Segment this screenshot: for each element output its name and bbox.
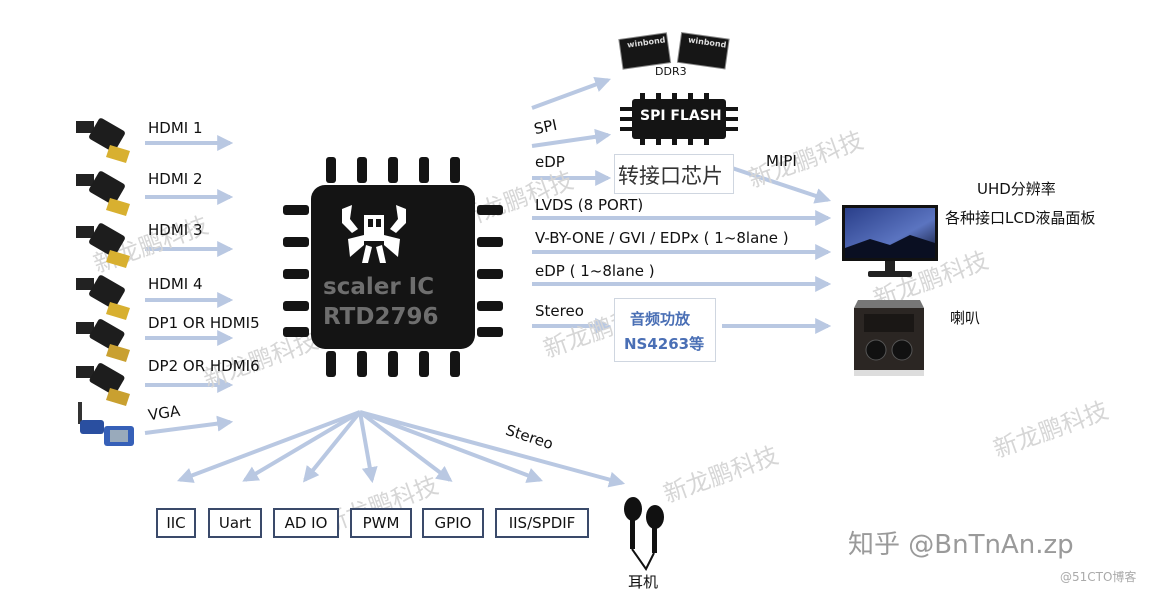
display-label-line2: 各种接口LCD液晶面板: [945, 209, 1096, 227]
arrow-earphone: [359, 410, 626, 488]
peripheral-gpio: GPIO: [422, 508, 484, 538]
peripheral-pwm: PWM: [350, 508, 412, 538]
input-label-hdmi4: HDMI 4: [148, 275, 203, 293]
arrow-gpio: [358, 410, 453, 482]
hdmi-connector-icon: [76, 118, 130, 163]
peripheral-iis-spdif: IIS/SPDIF: [495, 508, 589, 538]
output-label-mipi: MIPI: [766, 152, 797, 170]
converter-chip-label: 转接口芯片: [618, 164, 723, 188]
earphone-label: 耳机: [628, 573, 659, 591]
arrow-iis: [359, 410, 543, 483]
arrow-uart: [242, 410, 362, 482]
scaler-chip: [283, 157, 503, 377]
input-label-dp1: DP1 OR HDMI5: [148, 314, 260, 332]
output-label-vbyone: V-BY-ONE / GVI / EDPx ( 1~8lane ): [535, 229, 789, 247]
peripheral-uart: Uart: [208, 508, 262, 538]
arrow-spi: [531, 128, 612, 148]
input-label-hdmi1: HDMI 1: [148, 119, 203, 137]
output-label-stereo: Stereo: [535, 302, 584, 320]
output-label-lvds: LVDS (8 PORT): [535, 196, 644, 214]
output-label-edp2: eDP ( 1~8lane ): [535, 262, 655, 280]
hdmi-connector-icon: [76, 171, 130, 216]
converter-chip-box: [614, 154, 734, 194]
arrow-mipi: [731, 166, 832, 204]
chip-label-line1: scaler IC: [323, 274, 435, 300]
hdmi-connector-icon: [76, 223, 130, 268]
amplifier-box: [614, 298, 716, 362]
arrow-adio: [302, 410, 362, 483]
arrow-iic: [177, 410, 361, 483]
input-label-dp2: DP2 OR HDMI6: [148, 357, 260, 375]
realtek-crab-logo-icon: [342, 205, 406, 263]
zhihu-credit: 知乎 @BnTnAn.zp: [848, 530, 1074, 560]
output-label-edp: eDP: [535, 153, 565, 171]
spi-flash-chip: [620, 93, 738, 145]
hdmi-connector-icon: [76, 275, 130, 320]
displayport-connector-icon: [76, 363, 130, 406]
arrow-ddr3: [531, 76, 612, 110]
display-label-line1: UHD分辨率: [977, 180, 1056, 198]
peripheral-iic: IIC: [156, 508, 196, 538]
input-label-hdmi3: HDMI 3: [148, 221, 203, 239]
amplifier-label-line2: NS4263等: [624, 335, 705, 353]
ddr3-label: DDR3: [655, 65, 687, 78]
lcd-monitor-icon: [842, 205, 938, 277]
earphone-icon: [624, 497, 664, 571]
blog-credit: @51CTO博客: [1060, 570, 1137, 584]
amplifier-label-line1: 音频功放: [630, 310, 691, 328]
arrow-pwm: [358, 411, 378, 484]
chip-label-line2: RTD2796: [323, 304, 439, 330]
peripheral-adio: AD IO: [273, 508, 339, 538]
vga-connector-icon: [78, 402, 134, 446]
spi-flash-label: SPI FLASH: [640, 108, 722, 124]
arrow-vga: [144, 415, 234, 435]
input-label-hdmi2: HDMI 2: [148, 170, 203, 188]
speaker-icon: [854, 300, 924, 376]
speaker-label: 喇叭: [950, 309, 981, 327]
displayport-connector-icon: [76, 319, 130, 362]
ddr3-chip-icon: [618, 31, 730, 70]
